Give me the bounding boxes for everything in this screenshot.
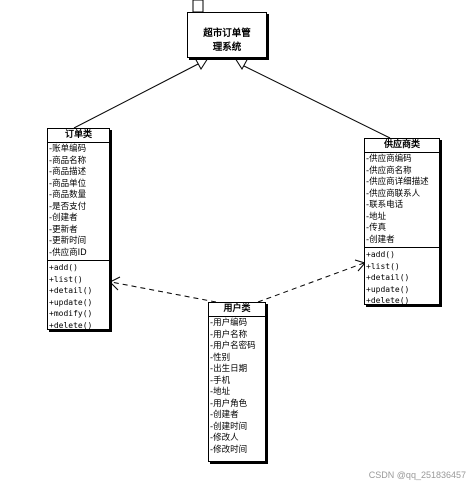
attribute: -地址 — [210, 387, 231, 397]
attribute: -出生日期 — [210, 364, 248, 374]
generalization-line-supplier — [241, 64, 391, 139]
supplier-class-title: 供应商类 — [365, 139, 439, 153]
operation: +list() — [366, 261, 400, 271]
user-class-box: 用户类 -用户编码 -用户名称 -用户名密码 -性别 -出生日期 -手机 -地址… — [208, 302, 266, 462]
attribute: -创建者 — [366, 234, 395, 245]
attribute: -创建者 — [49, 213, 78, 223]
system-box-stub — [192, 0, 204, 13]
attribute: -用户角色 — [210, 398, 248, 409]
attribute: -性别 — [210, 352, 231, 363]
operation: +add() — [366, 250, 395, 259]
attribute: -供应商详细描述 — [366, 177, 429, 187]
attribute: -修改人 — [210, 433, 239, 443]
supplier-attributes: -供应商编码 -供应商名称 -供应商详细描述 -供应商联系人 -联系电话 -地址… — [365, 153, 439, 247]
system-class-title: 超市订单管 理系统 — [188, 13, 266, 55]
system-title-line1: 超市订单管 — [203, 28, 251, 39]
supplier-operations: +add() +list() +detail() +update() +dele… — [365, 247, 439, 308]
attribute: -更新者 — [49, 224, 78, 235]
attribute: -用户名密码 — [210, 341, 256, 351]
order-class-box: 订单类 -账单编码 -商品名称 -商品描述 -商品单位 -商品数量 -是否支付 … — [47, 128, 110, 330]
operation: +update() — [366, 284, 410, 294]
attribute: -创建时间 — [210, 421, 248, 432]
attribute: -用户名称 — [210, 329, 248, 340]
watermark: CSDN @qq_251836457 — [368, 470, 466, 480]
user-class-title: 用户类 — [209, 303, 265, 317]
operation: +delete() — [49, 320, 93, 330]
operation: +add() — [49, 263, 78, 272]
attribute: -传真 — [366, 223, 387, 233]
generalization-arrowhead-supplier — [234, 57, 249, 70]
attribute: -用户编码 — [210, 318, 248, 328]
attribute: -联系电话 — [366, 200, 404, 210]
user-attributes: -用户编码 -用户名称 -用户名密码 -性别 -出生日期 -手机 -地址 -用户… — [209, 317, 265, 457]
operation: +list() — [49, 274, 83, 284]
order-attributes: -账单编码 -商品名称 -商品描述 -商品单位 -商品数量 -是否支付 -创建者… — [48, 143, 109, 260]
attribute: -商品数量 — [49, 190, 87, 200]
attribute: -地址 — [366, 211, 387, 222]
attribute: -更新时间 — [49, 236, 87, 246]
operation: +detail() — [49, 286, 93, 295]
attribute: -修改时间 — [210, 444, 248, 455]
generalization-arrowhead-order — [194, 57, 209, 70]
dependency-arrowhead-order — [109, 276, 121, 291]
system-class-box: 超市订单管 理系统 — [187, 12, 267, 58]
order-class-title: 订单类 — [48, 129, 109, 143]
supplier-class-box: 供应商类 -供应商编码 -供应商名称 -供应商详细描述 -供应商联系人 -联系电… — [364, 138, 440, 305]
attribute: -手机 — [210, 375, 231, 386]
attribute: -商品描述 — [49, 167, 87, 177]
attribute: -是否支付 — [49, 201, 87, 212]
attribute: -商品单位 — [49, 178, 87, 189]
system-title-line2: 理系统 — [212, 42, 242, 53]
order-operations: +add() +list() +detail() +update() +modi… — [48, 260, 109, 332]
operation: +detail() — [366, 273, 410, 282]
operation: +update() — [49, 297, 93, 307]
attribute: -供应商名称 — [366, 165, 412, 176]
operation: +delete() — [366, 296, 410, 305]
attribute: -账单编码 — [49, 144, 87, 154]
operation: +modify() — [49, 309, 93, 318]
generalization-line-order — [73, 62, 201, 129]
dependency-line-supplier — [257, 262, 365, 303]
attribute: -供应商ID — [49, 247, 87, 258]
dependency-line-order — [110, 281, 217, 303]
attribute: -商品名称 — [49, 155, 87, 166]
attribute: -创建者 — [210, 410, 239, 420]
attribute: -供应商联系人 — [366, 188, 421, 199]
attribute: -供应商编码 — [366, 154, 412, 164]
